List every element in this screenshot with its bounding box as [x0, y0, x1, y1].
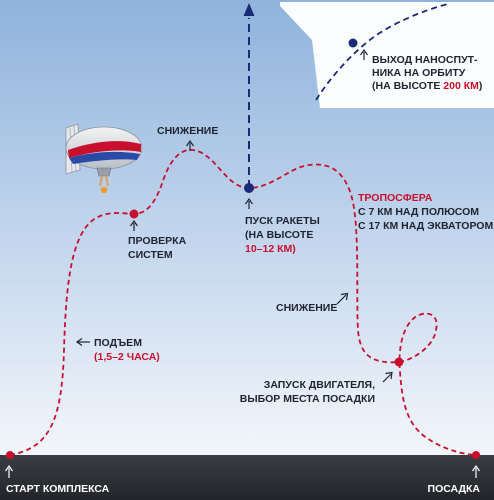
check-label-2: СИСТЕМ	[128, 249, 173, 261]
orbit-trajectory	[315, 3, 449, 101]
orbit-arrow-icon	[360, 48, 368, 60]
launch-label-2: (НА ВЫСОТЕ	[245, 229, 313, 241]
start-point	[6, 451, 14, 459]
check-arrow-icon	[130, 219, 138, 231]
start-label: СТАРТ КОМПЛЕКСА	[6, 483, 110, 495]
check-label-1: ПРОВЕРКА	[128, 235, 187, 247]
troposphere-line-2: С 17 КМ НАД ЭКВАТОРОМ	[358, 220, 493, 232]
ascent-label-2: (1,5–2 ЧАСА)	[94, 351, 160, 363]
descent-2-arrow-icon	[336, 292, 349, 305]
launch-arrow-icon	[245, 197, 253, 209]
launch-point	[244, 183, 254, 193]
descent-2-label: СНИЖЕНИЕ	[276, 302, 337, 314]
engine-label-2: ВЫБОР МЕСТА ПОСАДКИ	[240, 393, 375, 405]
launch-label-3: 10–12 КМ)	[245, 243, 296, 255]
engine-label-1: ЗАПУСК ДВИГАТЕЛЯ,	[264, 379, 375, 391]
orbit-label-1: ВЫХОД НАНОСПУТ-	[372, 54, 478, 66]
orbit-label-2: НИКА НА ОРБИТУ	[372, 67, 466, 79]
orbit-inset: ВЫХОД НАНОСПУТ- НИКА НА ОРБИТУ (НА ВЫСОТ…	[280, 2, 494, 108]
troposphere-title: ТРОПОСФЕРА	[358, 192, 433, 204]
airship-icon	[65, 123, 143, 194]
orbit-point	[348, 38, 358, 48]
troposphere-line-1: С 7 КМ НАД ПОЛЮСОМ	[358, 206, 479, 218]
ascent-arrow-icon	[75, 338, 90, 346]
landing-label: ПОСАДКА	[428, 483, 481, 495]
ascent-label-1: ПОДЪЕМ	[94, 337, 142, 349]
start-arrow-icon	[5, 464, 13, 478]
ground-strip	[0, 455, 494, 500]
launch-label-1: ПУСК РАКЕТЫ	[245, 215, 320, 227]
rocket-arrowhead-icon	[243, 3, 255, 16]
descent-1-arrow-icon	[186, 139, 194, 151]
descent-1-label: СНИЖЕНИЕ	[157, 125, 218, 137]
check-point	[129, 209, 139, 219]
engine-point	[394, 357, 404, 367]
orbit-label-3: (НА ВЫСОТЕ 200 КМ)	[372, 80, 482, 92]
landing-point	[472, 451, 480, 459]
landing-arrow-icon	[472, 464, 480, 478]
engine-arrow-icon	[382, 371, 393, 383]
